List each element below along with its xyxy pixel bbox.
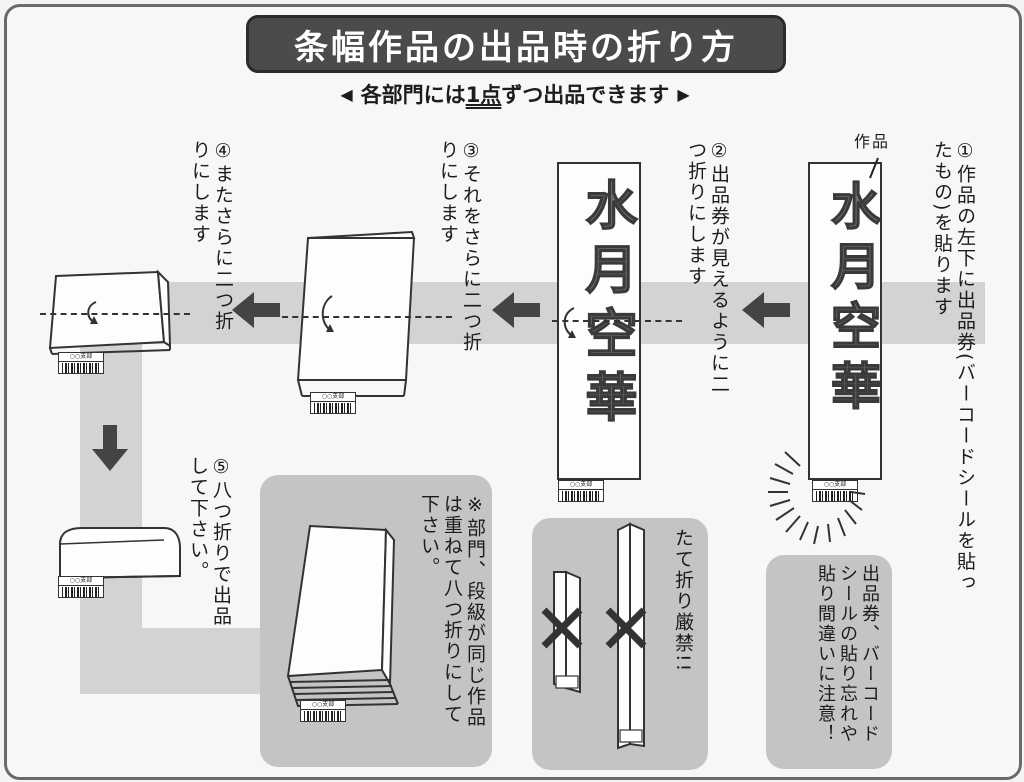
step-3-text: ③それをさらに二つ折りにします [430,140,482,360]
fold-line-4 [40,313,190,315]
step-4-num: ④ [212,140,234,164]
step-3-label: それをさらに二つ折りにします [437,140,482,353]
barcode-label-5: ○○支部 [59,577,103,586]
step-2-num: ② [708,140,730,164]
barcode-ticket-2: ○○支部 [558,480,604,502]
subtitle-highlight: 1点 [465,83,502,107]
left-arrow-icon [742,292,790,328]
left-arrow-icon [492,292,540,328]
vertical-fold-paper-2 [617,522,645,750]
fold-line-3 [282,316,452,318]
step-4-text: ④またさらに二つ折りにします [182,140,234,340]
step-1-text: ①作品の左下に出品券(バーコードシールを貼ったもの)を貼ります [930,140,976,610]
fold-line-2 [552,320,682,322]
artwork-folded-quarter [296,230,416,397]
artwork-unfolded [808,162,882,480]
step-1-num: ① [954,140,976,164]
subtitle-pre: 各部門には [360,83,466,107]
step-5-num: ⑤ [210,456,232,480]
cross-icon [605,607,647,649]
subtitle-post: ずつ出品できます [501,83,670,107]
cross-icon [541,607,583,649]
barcode-ticket-stack: ○○支部 [300,700,346,722]
barcode-label-1: ○○支部 [813,481,857,490]
barcode-label-3: ○○支部 [311,393,355,402]
step-5-label: 八つ折りで出品して下さい。 [187,456,232,627]
flow-band-bottom [80,628,270,694]
step-1-label: 作品の左下に出品券(バーコードシールを貼ったもの)を貼ります [931,140,976,594]
left-arrow-icon [232,292,280,328]
step-4-label: またさらに二つ折りにします [189,140,234,332]
barcode-label-4: ○○支部 [59,353,103,362]
down-arrow-icon [92,425,128,471]
artwork-final-folded [59,527,181,580]
step-3-num: ③ [460,140,482,164]
barcode-ticket-5: ○○支部 [58,576,104,598]
barcode-ticket-3: ○○支部 [310,392,356,414]
subtitle: ◀ 各部門には 1点 ずつ出品できます ▶ [300,78,730,110]
curved-fold-arrow-icon [563,307,576,338]
page-title: 条幅作品の出品時の折り方 [246,15,786,73]
artwork-calligraphy-1: 水月空華 [822,179,883,421]
vertical-fold-warning: たて折り厳禁!! [672,528,694,674]
artwork-calligraphy-2: 水月空華 [575,177,638,435]
warning-note: 出品券、バーコードシールの貼り忘れや貼り間違いに注意！ [815,564,880,744]
barcode-label-stack: ○○支部 [301,701,345,710]
step-2-label: 出品券が見えるように二つ折りにします [685,140,730,395]
group-note-text: ※部門、段級が同じ作品は重ねて八つ折りにして下さい。 [418,494,486,728]
artwork-label: 作品 [854,132,891,151]
barcode-ticket-1: ○○支部 [812,480,858,502]
subtitle-left-marker: ◀ [340,84,353,104]
barcode-ticket-4: ○○支部 [58,352,104,374]
step-2-text: ②出品券が見えるように二つ折りにします [678,140,730,400]
artwork-stack [286,524,399,708]
step-5-text: ⑤八つ折りで出品して下さい。 [180,456,232,636]
subtitle-right-marker: ▶ [677,84,690,104]
warning-panel [766,555,892,769]
barcode-label-2: ○○支部 [559,481,603,490]
